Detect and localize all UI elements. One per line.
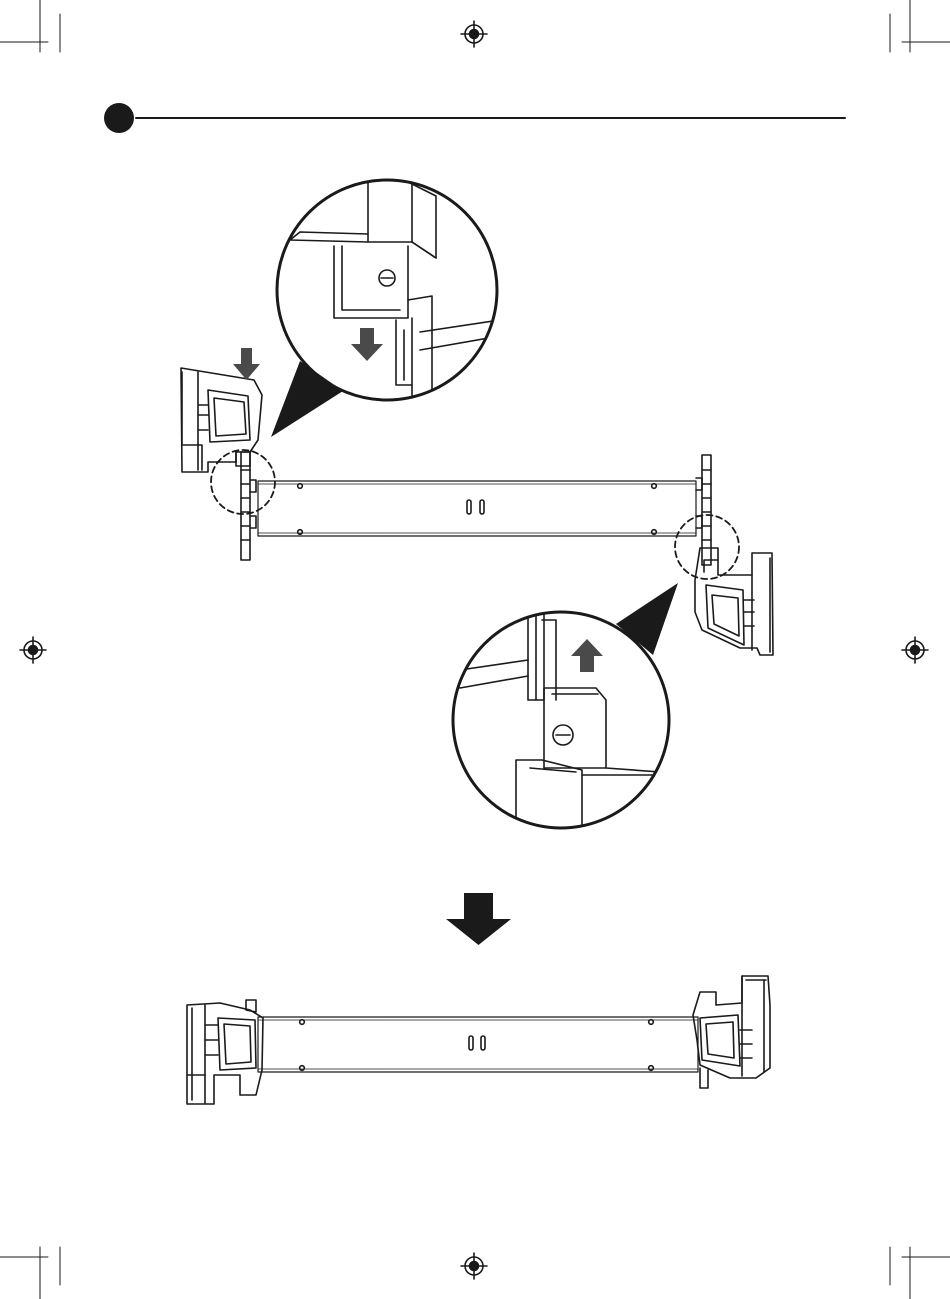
arrow-down-icon [351,328,383,361]
step-marker-icon [104,103,134,133]
step-header [104,103,845,133]
zoom-pointer-left [271,361,343,437]
bracket-left-top [181,368,262,472]
detail-zoom-bottom [453,612,669,840]
panel-top [258,481,696,536]
result-arrow-icon [446,893,511,945]
detail-highlight-right [675,515,739,579]
bracket-right-top [695,548,773,655]
registration-target-top [461,21,487,47]
zoom-pointer-right [616,583,678,655]
post-left-top [241,452,256,560]
registration-target-bottom [461,1253,487,1279]
detail-highlight-left [211,450,275,514]
registration-target-left [20,637,46,663]
arrow-down-icon [233,348,260,380]
detail-zoom-top [277,178,500,400]
arrow-up-icon [571,639,603,672]
registration-target-right [902,637,928,663]
assembled-unit [187,976,770,1104]
